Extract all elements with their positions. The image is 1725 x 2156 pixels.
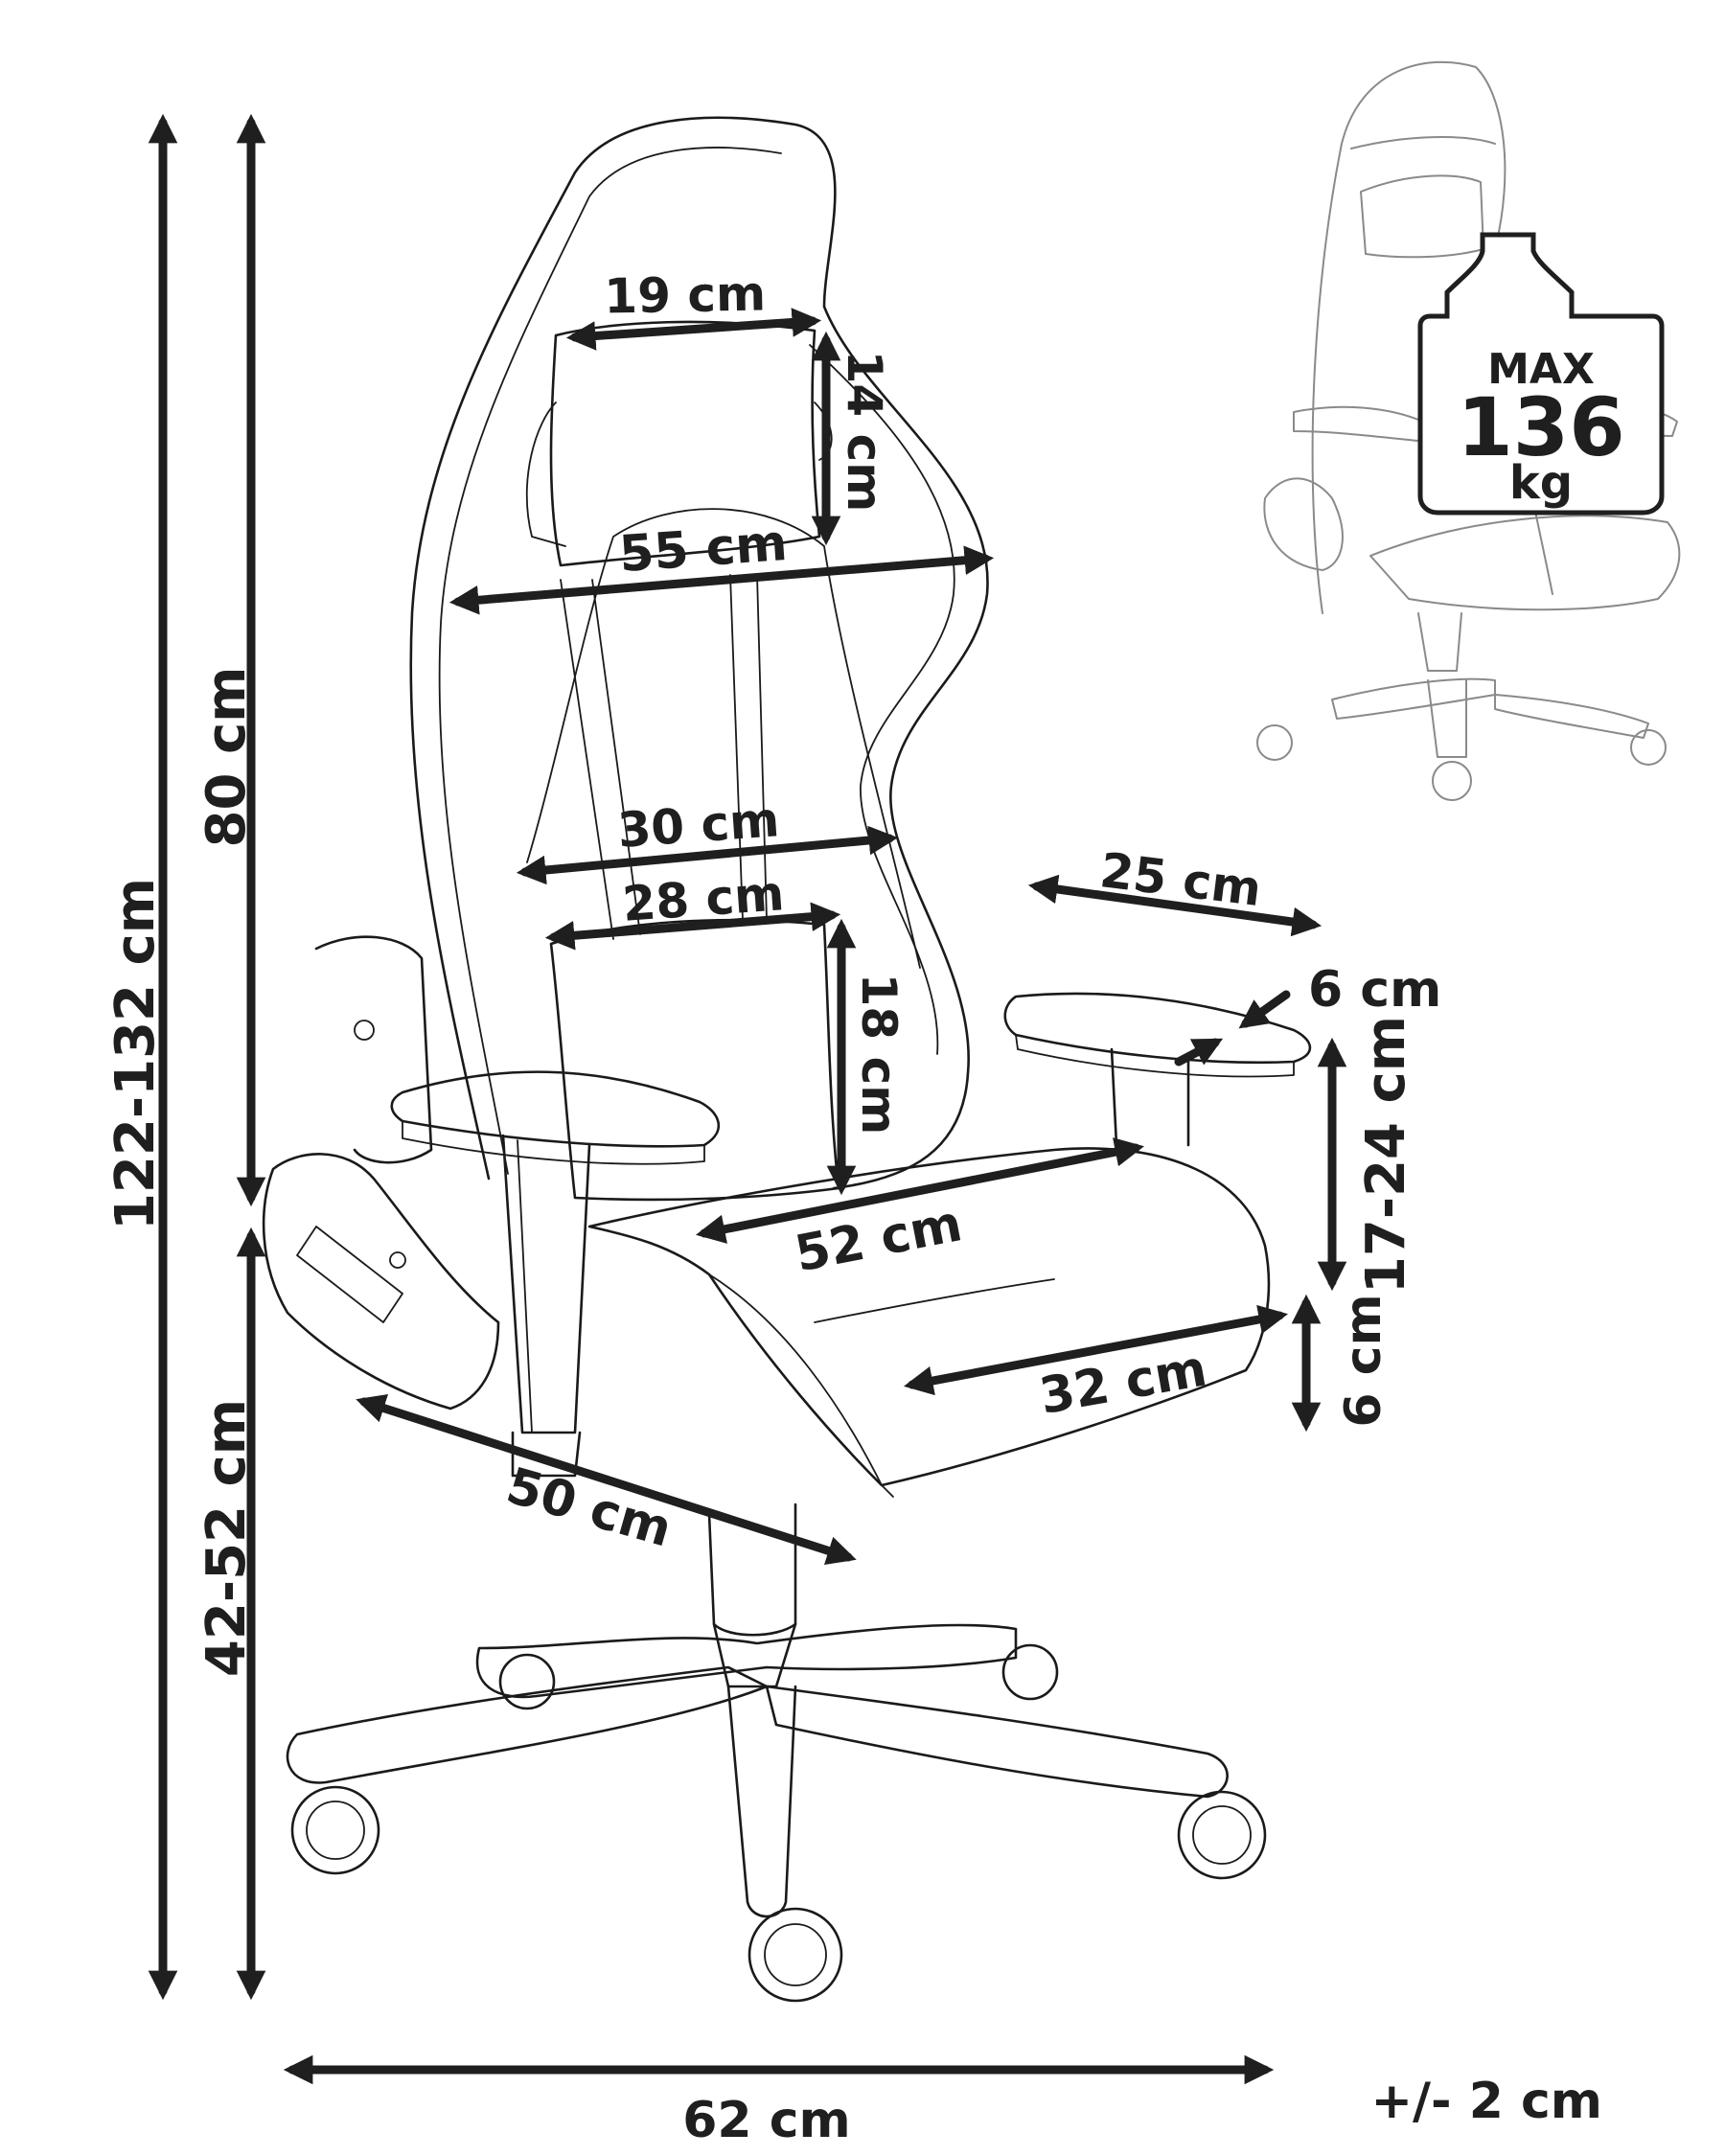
arrow-armrest-width-pointer [1174, 1038, 1224, 1067]
chair-illustration [262, 116, 1312, 2003]
label-lumbar-width: 28 cm [621, 865, 786, 932]
dimension-arrows [148, 113, 1347, 2085]
max-load-unit: kg [1509, 456, 1573, 510]
arrow-lumbar-width [544, 902, 841, 951]
arrow-seat-width [695, 1137, 1145, 1244]
max-load-badge: MAX 136 kg [1457, 345, 1624, 510]
label-backrest-width-top: 55 cm [617, 515, 789, 584]
label-total-height: 122-132 cm [104, 878, 167, 1230]
arrow-backrest-width-mid [516, 825, 899, 885]
max-load-value: 136 [1457, 380, 1624, 474]
label-backrest-width-mid: 30 cm [616, 791, 781, 859]
label-seat-height: 42-52 cm [196, 1399, 258, 1677]
label-headrest-width: 19 cm [604, 266, 767, 325]
mini-chair-illustration [1256, 60, 1681, 801]
label-base-width: 62 cm [682, 2092, 850, 2149]
label-headrest-height: 14 cm [837, 351, 892, 513]
weight-icon [1417, 232, 1665, 516]
arrow-headrest-width [565, 308, 822, 351]
tolerance-note: +/- 2 cm [1370, 2073, 1602, 2130]
label-seat-thickness: 6 cm [1335, 1294, 1392, 1427]
label-armrest-height: 17-24 cm [1355, 1016, 1417, 1294]
arrow-backrest-width-top [448, 545, 995, 615]
label-armrest-width: 6 cm [1308, 961, 1441, 1019]
arrow-seat-depth [903, 1304, 1289, 1396]
label-lumbar-height: 18 cm [851, 974, 907, 1135]
label-armrest-length: 25 cm [1097, 842, 1265, 917]
arrow-armrest-width [1238, 990, 1291, 1029]
arrow-armrest-length [1027, 874, 1322, 937]
dimension-labels: 122-132 cm 80 cm 42-52 cm 19 cm 14 cm 55… [104, 266, 1441, 2149]
label-backrest-height: 80 cm [196, 667, 258, 848]
max-load-label: MAX [1487, 345, 1595, 394]
arrow-chair-depth [356, 1393, 857, 1566]
